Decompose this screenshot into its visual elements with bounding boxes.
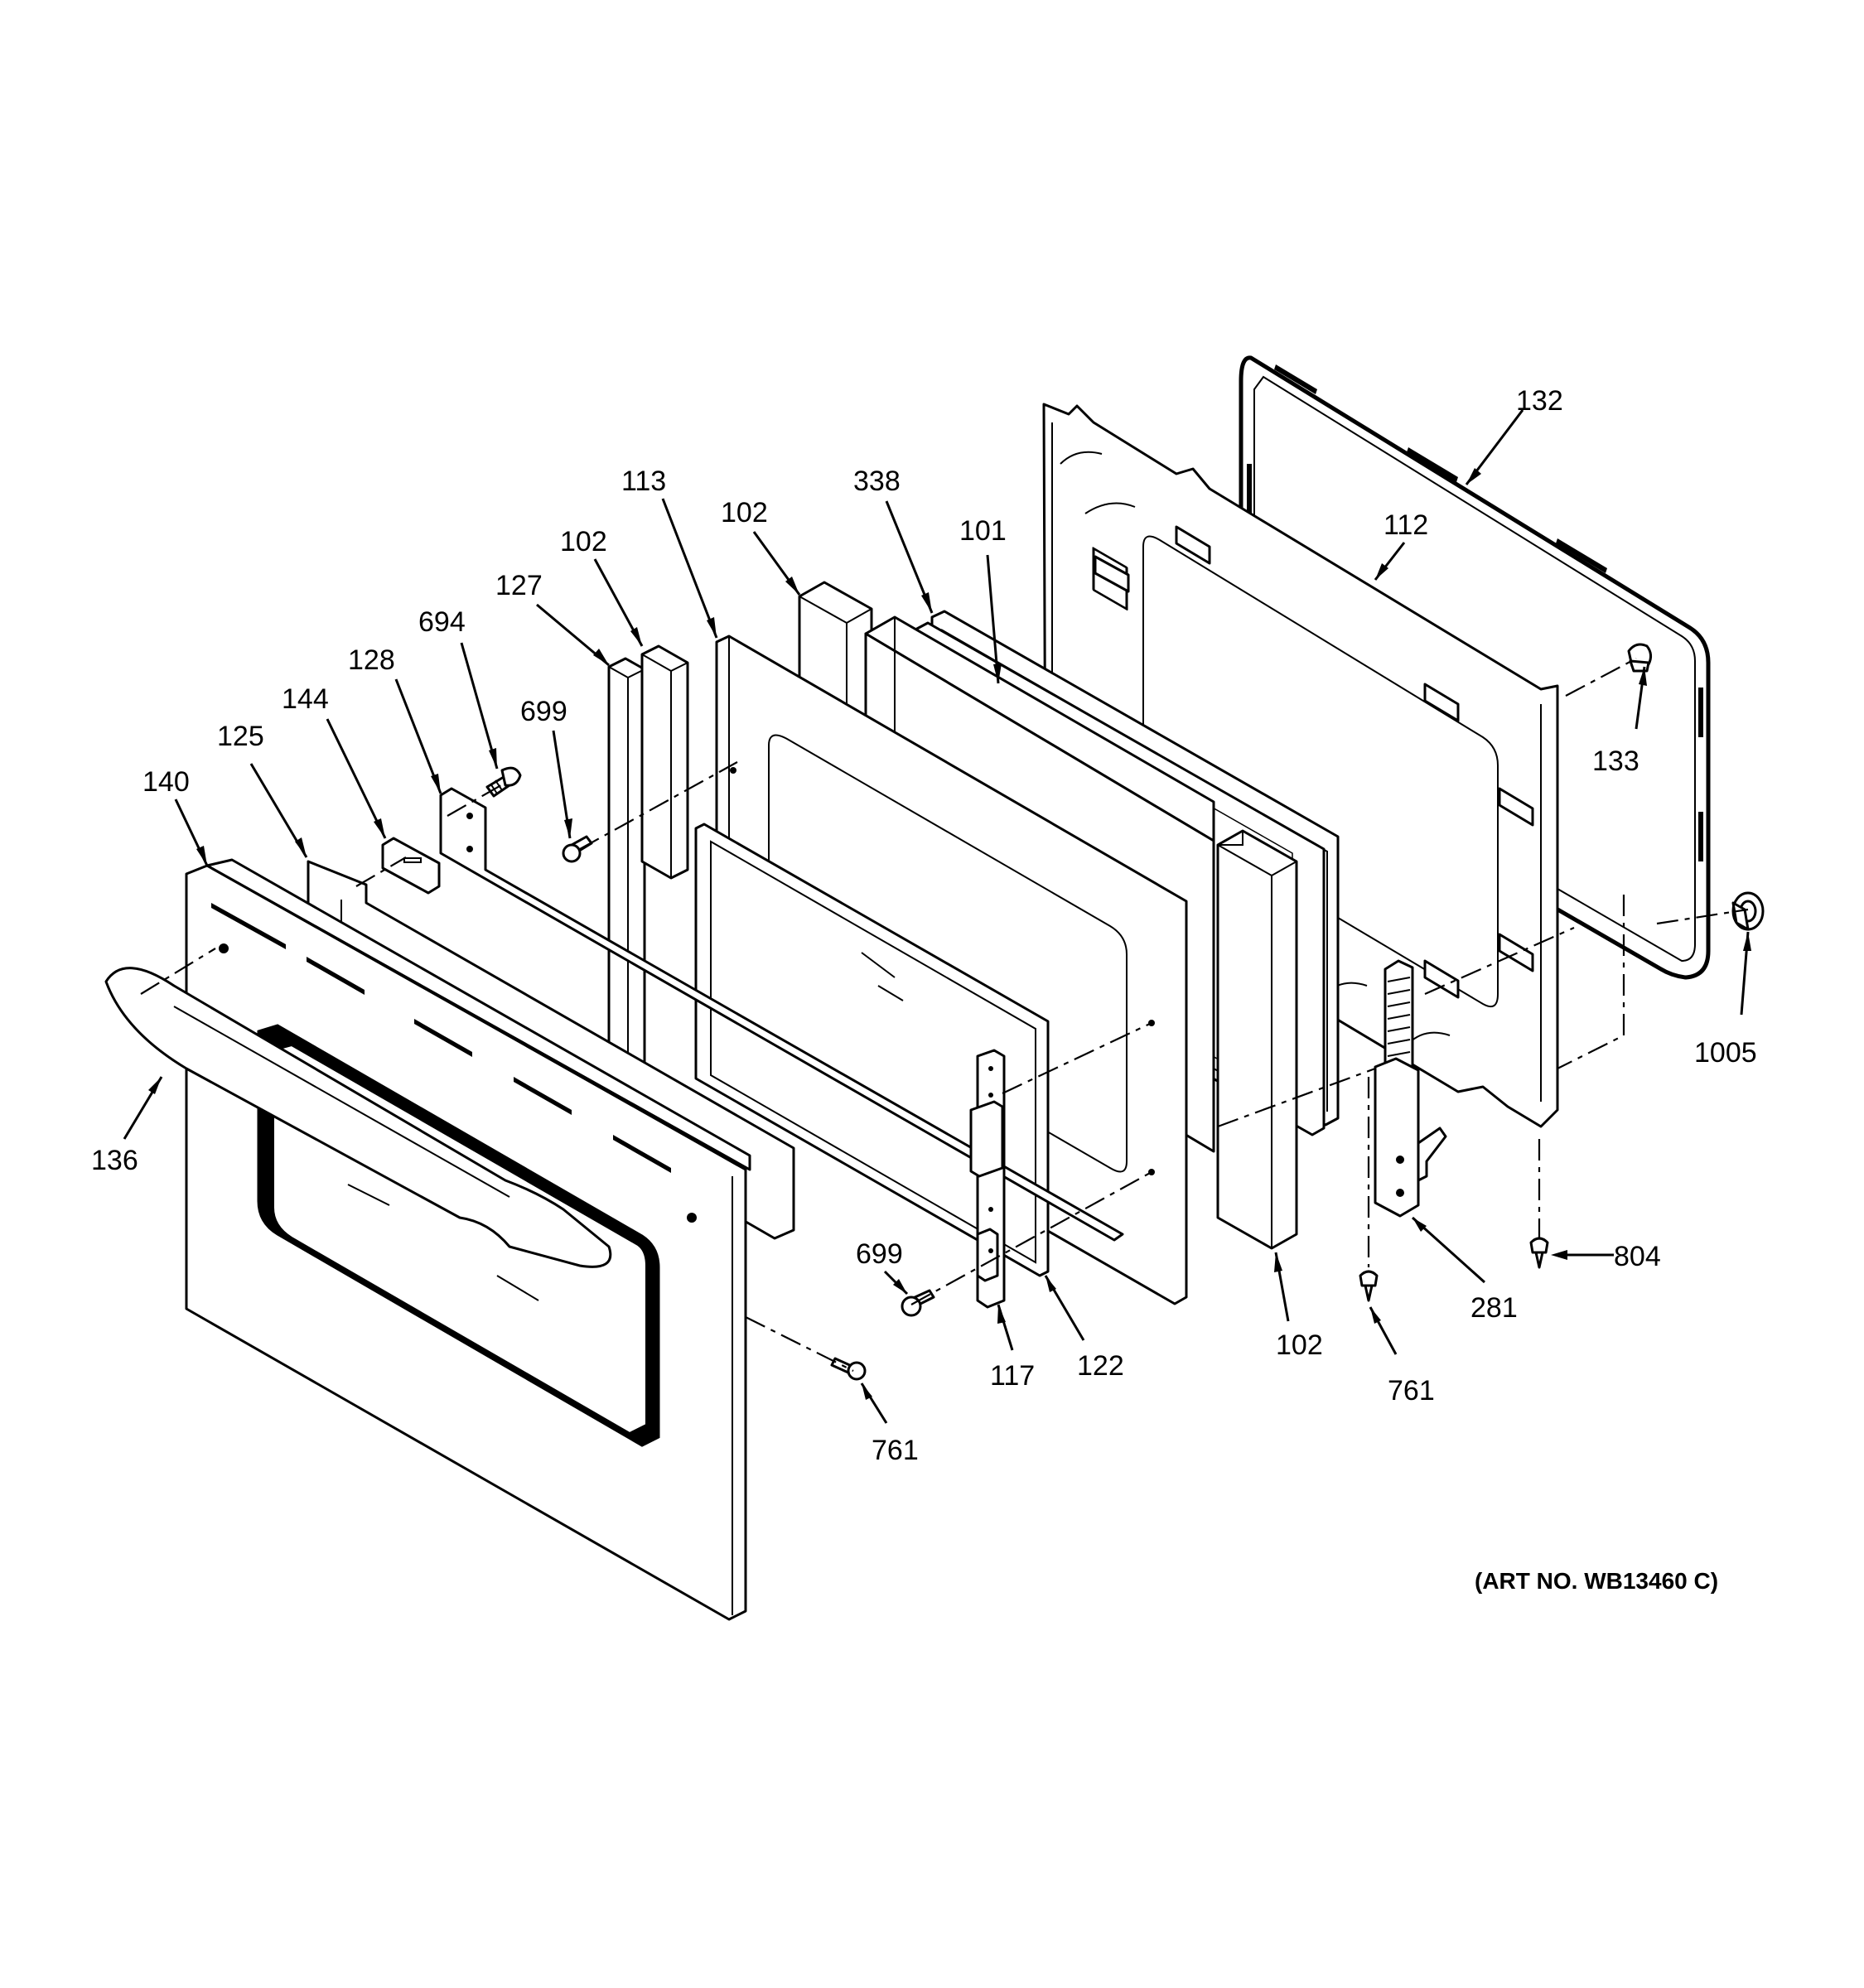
inner-door-liner-112 <box>1042 403 1559 1128</box>
stop-button-133 <box>1627 643 1653 673</box>
callout-804: 804 <box>1614 1241 1661 1272</box>
callout-117: 117 <box>990 1360 1035 1392</box>
insulation-127 <box>607 657 646 1083</box>
callout-127: 127 <box>495 570 543 601</box>
screw-694 <box>485 766 522 798</box>
callout-102-right: 102 <box>1276 1329 1323 1361</box>
hinge-281 <box>1374 959 1447 1218</box>
callout-102-mid: 102 <box>721 497 768 528</box>
callout-125: 125 <box>217 721 264 752</box>
leader-lines <box>123 409 1751 1424</box>
screw-761-lower <box>830 1357 867 1381</box>
callout-338: 338 <box>853 466 901 497</box>
outer-door-panel-140 <box>185 858 751 1621</box>
callout-699-lower: 699 <box>856 1238 903 1270</box>
screw-804 <box>1529 1237 1549 1269</box>
callout-140: 140 <box>142 766 190 798</box>
bracket-144 <box>381 837 441 895</box>
callout-144: 144 <box>282 683 329 715</box>
callout-281: 281 <box>1470 1292 1518 1324</box>
callout-122: 122 <box>1077 1350 1124 1382</box>
callout-761-lower: 761 <box>872 1435 919 1466</box>
callout-132: 132 <box>1516 385 1563 417</box>
callout-694: 694 <box>418 606 466 638</box>
callout-128: 128 <box>348 644 395 676</box>
callout-101: 101 <box>959 515 1007 547</box>
insulation-102-left <box>640 644 689 880</box>
callout-113: 113 <box>621 466 666 497</box>
callout-136: 136 <box>91 1145 138 1176</box>
bracket-128 <box>439 787 1124 1242</box>
callout-133: 133 <box>1592 746 1639 777</box>
screw-761-right <box>1359 1270 1379 1302</box>
assembly-lines <box>140 658 1749 1372</box>
callout-112: 112 <box>1384 509 1428 541</box>
callout-labels: 132 112 133 1005 804 281 761 102 122 117… <box>91 385 1757 1466</box>
door-handle-136 <box>104 967 612 1268</box>
callout-761-right: 761 <box>1388 1375 1435 1407</box>
callout-102-left: 102 <box>560 526 607 557</box>
callout-1005: 1005 <box>1694 1037 1757 1069</box>
grommet-1005 <box>1731 891 1765 931</box>
hinge-bracket-117 <box>969 1049 1006 1309</box>
screw-699-upper <box>562 835 593 863</box>
art-number: (ART NO. WB13460 C) <box>1475 1568 1718 1594</box>
insulation-102-right <box>1216 829 1298 1250</box>
callout-699-upper: 699 <box>520 696 567 727</box>
